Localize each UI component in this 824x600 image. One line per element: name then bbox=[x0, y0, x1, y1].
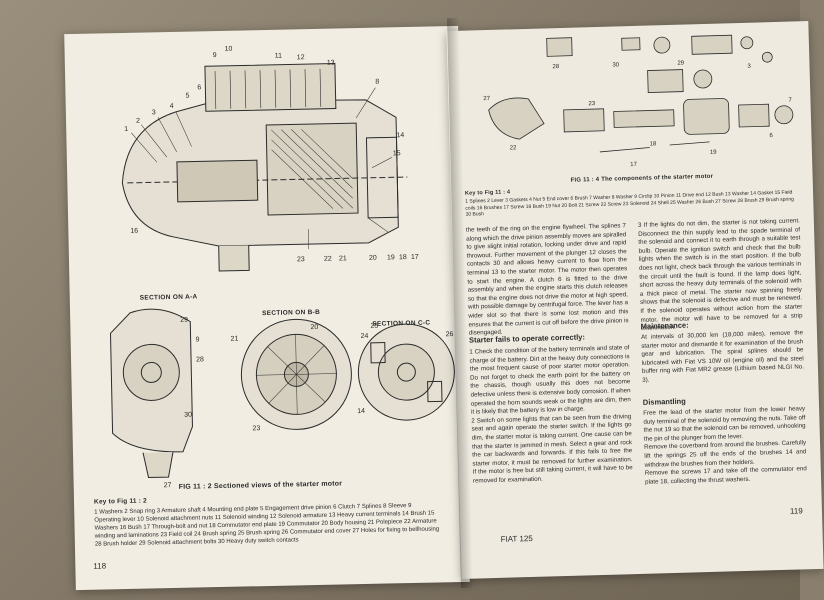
left-page-number: 118 bbox=[93, 561, 107, 571]
svg-text:29: 29 bbox=[677, 61, 685, 67]
section-label-c: SECTION ON C-C bbox=[372, 319, 431, 328]
svg-text:19: 19 bbox=[387, 254, 395, 261]
svg-text:4: 4 bbox=[170, 103, 174, 110]
svg-text:18: 18 bbox=[399, 254, 407, 261]
svg-text:5: 5 bbox=[185, 93, 189, 100]
svg-text:10: 10 bbox=[225, 46, 233, 53]
svg-text:3: 3 bbox=[152, 109, 156, 116]
right-key-text: 1 Splines 2 Lever 3 Gaskets 4 Nut 5 End … bbox=[465, 189, 794, 218]
svg-text:13: 13 bbox=[327, 60, 335, 67]
svg-text:22: 22 bbox=[510, 145, 518, 151]
svg-text:15: 15 bbox=[393, 150, 401, 157]
right-col2-step3: 3 If the lights do not dim, the starter … bbox=[637, 217, 803, 332]
left-key-text: 1 Washers 2 Snap ring 3 Armature shaft 4… bbox=[94, 503, 440, 548]
footer-title: FIAT 125 bbox=[500, 533, 533, 544]
svg-text:20: 20 bbox=[369, 255, 377, 262]
svg-text:20: 20 bbox=[310, 324, 318, 331]
dismantling-text: Free the lead of the starter motor from … bbox=[643, 405, 807, 486]
right-key-title: Key to Fig 11 : 4 bbox=[464, 189, 511, 197]
svg-text:25: 25 bbox=[370, 323, 378, 330]
left-key-title: Key to Fig 11 : 2 bbox=[93, 497, 147, 506]
svg-text:29: 29 bbox=[180, 317, 188, 324]
svg-text:6: 6 bbox=[197, 84, 201, 91]
svg-text:28: 28 bbox=[552, 64, 560, 70]
svg-text:6: 6 bbox=[769, 133, 773, 139]
svg-text:9: 9 bbox=[196, 336, 200, 343]
svg-text:14: 14 bbox=[396, 132, 404, 139]
svg-text:17: 17 bbox=[630, 162, 638, 168]
section-label-b: SECTION ON B-B bbox=[262, 308, 321, 318]
svg-text:19: 19 bbox=[710, 150, 718, 156]
svg-text:30: 30 bbox=[184, 412, 192, 419]
svg-text:7: 7 bbox=[788, 98, 792, 104]
right-col1-intro: the teeth of the ring on the engine flyw… bbox=[465, 222, 629, 337]
svg-text:27: 27 bbox=[483, 96, 491, 102]
svg-text:23: 23 bbox=[252, 425, 260, 432]
maintenance-text: At intervals of 30,000 km (18,000 miles)… bbox=[640, 329, 805, 384]
svg-text:23: 23 bbox=[588, 101, 596, 107]
dismantling-heading: Dismantling bbox=[642, 396, 686, 407]
section-label-a: SECTION ON A-A bbox=[139, 293, 198, 302]
svg-text:17: 17 bbox=[411, 254, 419, 261]
svg-text:16: 16 bbox=[130, 228, 138, 235]
right-page-number: 119 bbox=[789, 506, 803, 516]
svg-text:9: 9 bbox=[213, 52, 217, 59]
svg-text:14: 14 bbox=[357, 408, 365, 415]
svg-text:22: 22 bbox=[324, 256, 332, 263]
svg-text:26: 26 bbox=[446, 331, 454, 338]
svg-text:8: 8 bbox=[375, 79, 379, 86]
svg-text:3: 3 bbox=[747, 64, 751, 70]
svg-text:24: 24 bbox=[361, 333, 369, 340]
svg-text:28: 28 bbox=[196, 356, 204, 363]
svg-text:27: 27 bbox=[164, 482, 172, 489]
starter-fails-heading: Starter fails to operate correctly: bbox=[468, 332, 586, 345]
exploded-components-diagram: 28 30 29 3 27 22 23 18 19 6 7 17 bbox=[483, 34, 794, 168]
svg-text:2: 2 bbox=[136, 118, 140, 125]
svg-text:23: 23 bbox=[297, 256, 305, 263]
svg-text:30: 30 bbox=[612, 62, 620, 68]
svg-text:21: 21 bbox=[231, 336, 239, 343]
svg-text:1: 1 bbox=[124, 126, 128, 133]
maintenance-heading: Maintenance: bbox=[640, 320, 689, 331]
svg-text:11: 11 bbox=[275, 53, 283, 60]
svg-text:18: 18 bbox=[650, 141, 658, 147]
svg-text:12: 12 bbox=[297, 54, 305, 61]
svg-text:21: 21 bbox=[339, 255, 347, 262]
starter-fails-list: 1 Check the condition of the battery ter… bbox=[469, 344, 633, 485]
